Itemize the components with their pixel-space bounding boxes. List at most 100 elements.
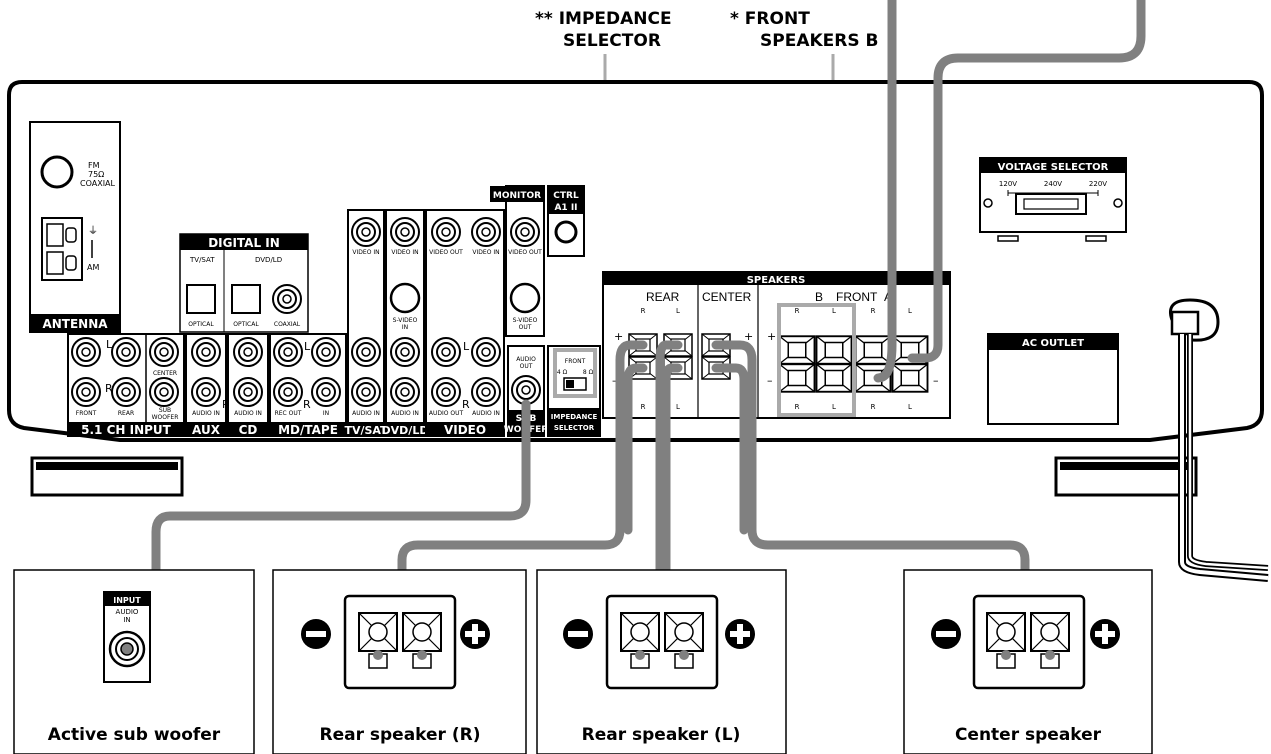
- optical-dvdld-jack[interactable]: [231, 284, 261, 314]
- subwoofer-input-jack[interactable]: [120, 642, 134, 656]
- jack-dvdld-audio-l[interactable]: [390, 337, 420, 367]
- dvdld-title: DVD/LD: [382, 424, 429, 437]
- callout-impedance-line1: ** IMPEDANCE: [535, 9, 672, 29]
- speakers-front-label: FRONT: [836, 290, 878, 304]
- rear-r-minus-terminal[interactable]: [358, 612, 398, 652]
- impedance-8ohm-label: 8 Ω: [583, 369, 594, 376]
- jack-aux-l[interactable]: [191, 337, 221, 367]
- rear-l-minus-terminal[interactable]: [620, 612, 660, 652]
- jack-video-video-out[interactable]: [431, 217, 461, 247]
- rear-l-plus-terminal[interactable]: [664, 612, 704, 652]
- voltage-220v: 220V: [1089, 180, 1107, 188]
- terminal-front-b-r-minus[interactable]: [778, 363, 816, 393]
- jack-51-front-l[interactable]: [71, 337, 101, 367]
- power-cord: [1169, 298, 1269, 582]
- sub-audio-label: AUDIO: [116, 608, 139, 616]
- jack-monitor-video-out[interactable]: [510, 217, 540, 247]
- jack-md-in-l[interactable]: [311, 337, 341, 367]
- input51-r-label: R: [105, 382, 113, 395]
- terminal-front-b-l-plus[interactable]: [815, 335, 853, 365]
- b-l-top: L: [832, 307, 836, 315]
- center-minus-terminal[interactable]: [986, 612, 1026, 652]
- tvsat-audio-in-label: AUDIO IN: [352, 410, 380, 417]
- ac-outlet-title: AC OUTLET: [1022, 338, 1084, 349]
- terminal-front-a-r-plus[interactable]: [854, 335, 892, 365]
- front-plus-label: +: [767, 330, 776, 343]
- jack-51-rear-r[interactable]: [111, 377, 141, 407]
- speakers-center-label: CENTER: [702, 290, 752, 304]
- jack-aux-r[interactable]: [191, 377, 221, 407]
- rear-l-top: L: [676, 307, 680, 315]
- coaxial-dvdld-jack[interactable]: [272, 284, 302, 314]
- digital-tvsat-label: TV/SAT: [189, 256, 215, 264]
- voltage-title: VOLTAGE SELECTOR: [998, 162, 1109, 173]
- jack-51-front-r[interactable]: [71, 377, 101, 407]
- impedance-title-2: SELECTOR: [554, 424, 595, 432]
- jack-video-video-in[interactable]: [471, 217, 501, 247]
- jack-51-center[interactable]: [149, 337, 179, 367]
- video-title: VIDEO: [444, 423, 486, 437]
- aux-section: AUDIO IN AUX: [185, 333, 227, 437]
- caption-active-subwoofer: Active sub woofer: [48, 725, 221, 745]
- a-l-top: L: [908, 307, 912, 315]
- jack-tvsat-video-in[interactable]: [351, 217, 381, 247]
- monitor-video-out-label: VIDEO OUT: [508, 249, 542, 256]
- antenna-title: ANTENNA: [42, 317, 108, 331]
- jack-dvdld-audio-r[interactable]: [390, 377, 420, 407]
- video-l-label: L: [463, 340, 470, 353]
- fm-coaxial-label: COAXIAL: [80, 179, 116, 188]
- ctrl-sub: A1 II: [554, 203, 577, 213]
- terminal-front-b-l-minus[interactable]: [815, 363, 853, 393]
- jack-md-in-r[interactable]: [311, 377, 341, 407]
- jack-video-audio-out-r[interactable]: [431, 377, 461, 407]
- a-l-bottom: L: [908, 403, 912, 411]
- dvdld-audio-in-label: AUDIO IN: [391, 410, 419, 417]
- video-section: VIDEO OUT VIDEO IN L R AUDIO OUT AUDIO I…: [425, 209, 505, 437]
- jack-monitor-svideo-out[interactable]: [509, 282, 541, 314]
- a-r-bottom: R: [871, 403, 876, 411]
- caption-center-speaker: Center speaker: [955, 725, 1102, 745]
- voltage-240v: 240V: [1044, 180, 1062, 188]
- tvsat-title: TV/SAT: [344, 424, 388, 437]
- optical-label-1: OPTICAL: [188, 321, 214, 328]
- jack-tvsat-audio-r[interactable]: [351, 377, 381, 407]
- rear-plus-label: +: [614, 330, 623, 343]
- video-r-label: R: [462, 398, 470, 411]
- center-plus-terminal[interactable]: [1030, 612, 1070, 652]
- jack-video-audio-in-r[interactable]: [471, 377, 501, 407]
- jack-51-rear-l[interactable]: [111, 337, 141, 367]
- ctrl-a1-jack[interactable]: [554, 220, 578, 244]
- jack-md-recout-r[interactable]: [273, 377, 303, 407]
- terminal-front-b-r-plus[interactable]: [778, 335, 816, 365]
- jack-video-audio-out-l[interactable]: [431, 337, 461, 367]
- jack-dvdld-svideo-in[interactable]: [389, 282, 421, 314]
- callout-front-b-line1: * FRONT: [730, 9, 810, 29]
- jack-cd-r[interactable]: [233, 377, 263, 407]
- box-rear-speaker-r: Rear speaker (R): [272, 569, 527, 754]
- monitor-svideo-out-label-2: OUT: [519, 324, 532, 331]
- a-r-top: R: [871, 307, 876, 315]
- jack-dvdld-video-in[interactable]: [390, 217, 420, 247]
- wires: [151, 0, 1146, 653]
- input51-front-label: FRONT: [76, 410, 97, 417]
- jack-tvsat-audio-l[interactable]: [351, 337, 381, 367]
- terminal-front-a-l-minus[interactable]: [891, 363, 929, 393]
- box-active-subwoofer: INPUT AUDIO IN Active sub woofer: [13, 569, 255, 754]
- optical-tvsat-jack[interactable]: [186, 284, 216, 314]
- jack-51-subwoofer[interactable]: [149, 377, 179, 407]
- md-recout-label: REC OUT: [275, 410, 302, 417]
- digital-dvdld-label: DVD/LD: [255, 256, 282, 264]
- fm-coaxial-jack[interactable]: [40, 155, 74, 189]
- dvdld-svideo-in-label-2: IN: [402, 324, 408, 331]
- ctrl-title: CTRL: [553, 191, 579, 201]
- monitor-svideo-out-label-1: S-VIDEO: [513, 317, 538, 324]
- jack-video-audio-in-l[interactable]: [471, 337, 501, 367]
- rear-r-plus-terminal[interactable]: [402, 612, 442, 652]
- dvdld-section: VIDEO IN S-VIDEO IN AUDIO IN DVD/LD: [382, 209, 429, 437]
- jack-cd-l[interactable]: [233, 337, 263, 367]
- ctrl-section: CTRL A1 II: [547, 185, 585, 257]
- jack-md-recout-l[interactable]: [273, 337, 303, 367]
- monitor-section: MONITOR VIDEO OUT S-VIDEO OUT: [490, 185, 545, 337]
- sub-audio-out-label-1: AUDIO: [516, 356, 536, 363]
